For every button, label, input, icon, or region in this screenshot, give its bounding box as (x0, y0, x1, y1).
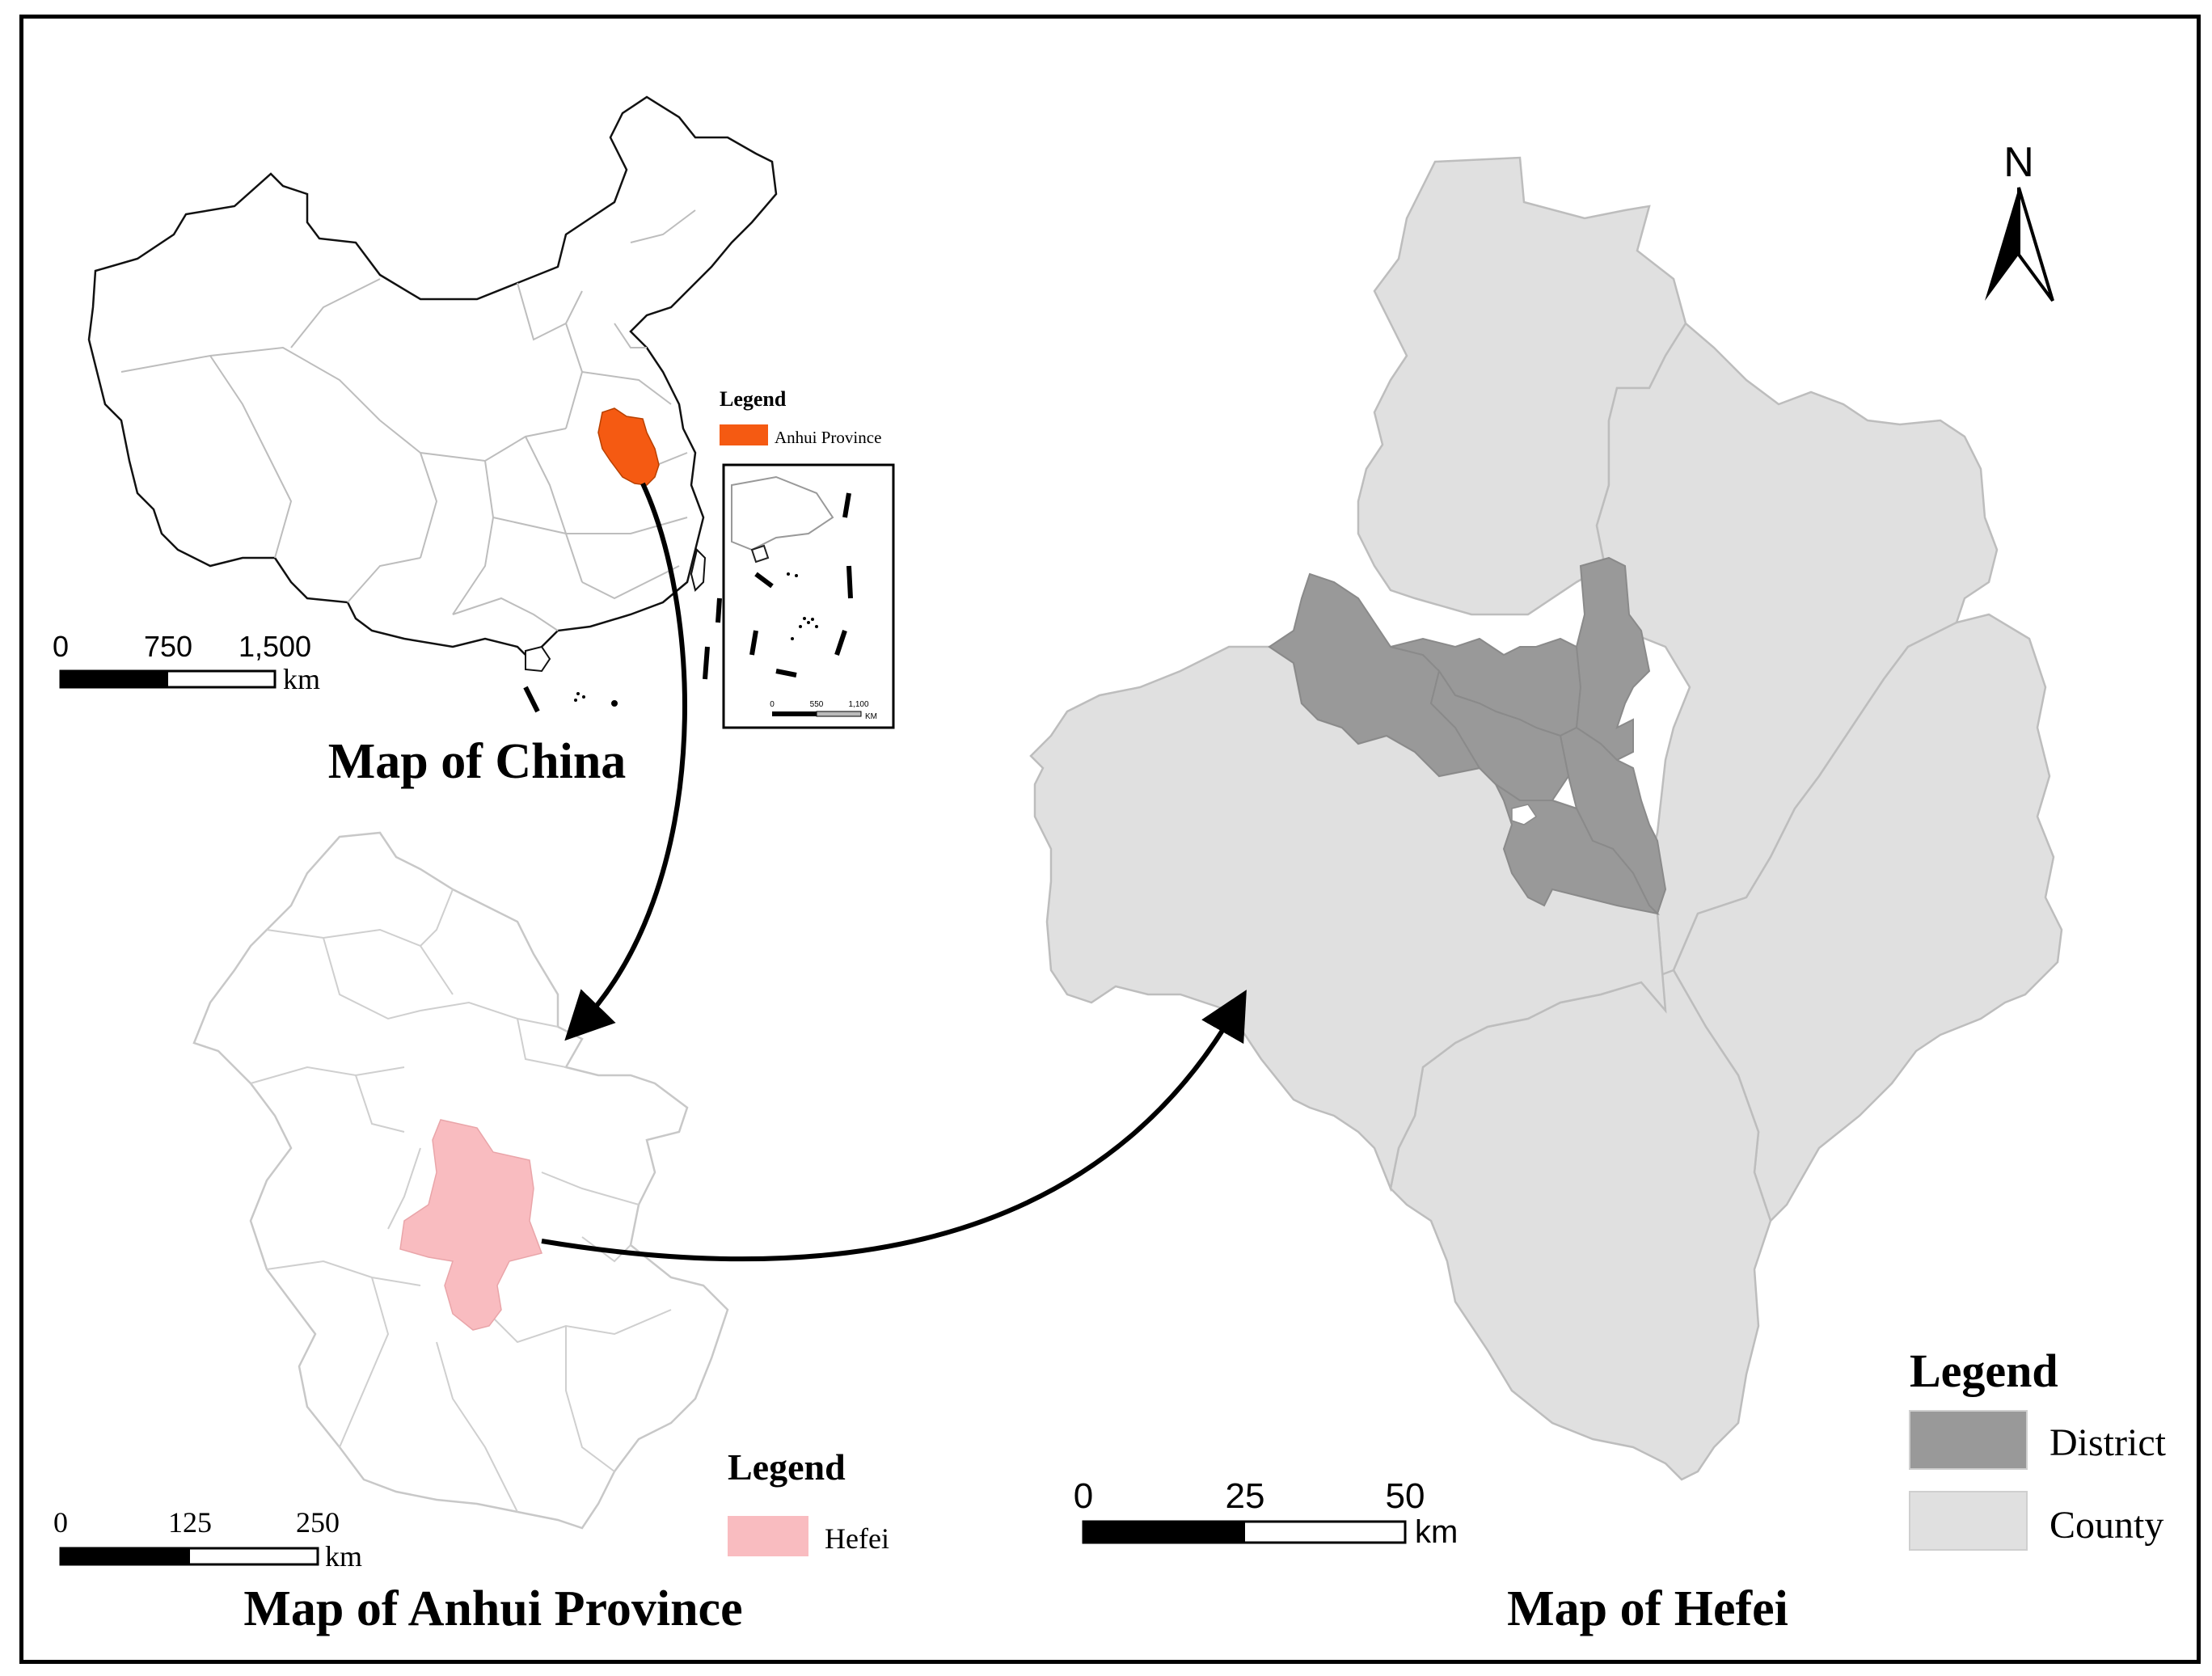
lake-patch (1511, 804, 1538, 825)
north-arrow-right (2017, 187, 2054, 302)
hefei-scale-tick-2: 50 (1386, 1476, 1425, 1516)
china-map: 0 550 1,100 KM Legend Anhui Province 0 7… (53, 95, 895, 789)
inset-scale-tick-0: 0 (770, 700, 775, 709)
hefei-legend-title: Legend (1910, 1345, 2058, 1397)
anhui-map: Legend Hefei 0 125 250 km Map of Anhui P… (53, 831, 889, 1636)
inset-scale-tick-2: 1,100 (848, 700, 868, 709)
county-east (1672, 613, 2063, 1223)
inset-scale-unit: KM (865, 712, 877, 721)
anhui-scale-tick-1: 125 (168, 1506, 212, 1539)
china-legend-item: Anhui Province (775, 428, 881, 447)
district-shushan (1268, 572, 1481, 778)
hefei-scale-tick-1: 25 (1226, 1476, 1265, 1516)
district-yaohai (1575, 556, 1651, 762)
china-scale-tick-2: 1,500 (239, 630, 311, 663)
taiwan-island (690, 548, 707, 592)
anhui-city-boundaries (250, 889, 672, 1513)
anhui-province-highlight (597, 407, 660, 486)
inset-scale-tick-1: 550 (810, 700, 824, 709)
china-scale-tick-1: 750 (144, 630, 192, 663)
china-map-title: Map of China (328, 734, 627, 789)
hefei-highlight (399, 1119, 542, 1331)
south-china-sea-inset: 0 550 1,100 KM (722, 463, 895, 729)
arrow-anhui-to-hefei (541, 990, 1247, 1262)
hefei-legend-swatch-district (1909, 1410, 2028, 1470)
hefei-scale-tick-0: 0 (1074, 1476, 1093, 1516)
anhui-legend-title: Legend (728, 1446, 846, 1488)
north-arrow: N (1985, 139, 2054, 302)
china-scale-bar: 0 750 1,500 km (53, 630, 320, 695)
china-outline (87, 95, 778, 665)
china-legend-swatch (720, 424, 768, 445)
anhui-legend-swatch (728, 1516, 808, 1556)
island-dots (574, 692, 618, 707)
hefei-map-title: Map of Hefei (1507, 1581, 1788, 1636)
hainan-island (525, 645, 551, 673)
arrow-china-to-anhui (564, 482, 687, 1041)
north-arrow-label: N (2003, 139, 2034, 186)
anhui-legend-item: Hefei (825, 1522, 889, 1555)
anhui-scale-bar: 0 125 250 km (53, 1506, 362, 1573)
hefei-legend-swatch-county (1909, 1491, 2028, 1551)
china-scale-unit: km (283, 663, 320, 695)
china-scale-tick-0: 0 (53, 630, 69, 663)
hefei-legend-district: District (2049, 1421, 2167, 1464)
south-china-sea-dashes (523, 597, 722, 713)
hefei-scale-bar: 0 25 50 km (1074, 1476, 1458, 1550)
hefei-map: N Legend District County 0 25 50 km Map … (1029, 139, 2167, 1636)
anhui-scale-unit: km (325, 1540, 362, 1573)
anhui-scale-tick-0: 0 (53, 1506, 68, 1539)
district-shushan-east (1429, 669, 1570, 801)
hefei-scale-unit: km (1415, 1514, 1458, 1550)
north-arrow-left (1985, 188, 2019, 301)
china-legend-title: Legend (720, 387, 787, 411)
hefei-legend-county: County (2049, 1504, 2163, 1547)
anhui-scale-tick-2: 250 (296, 1506, 340, 1539)
anhui-map-title: Map of Anhui Province (243, 1581, 742, 1636)
